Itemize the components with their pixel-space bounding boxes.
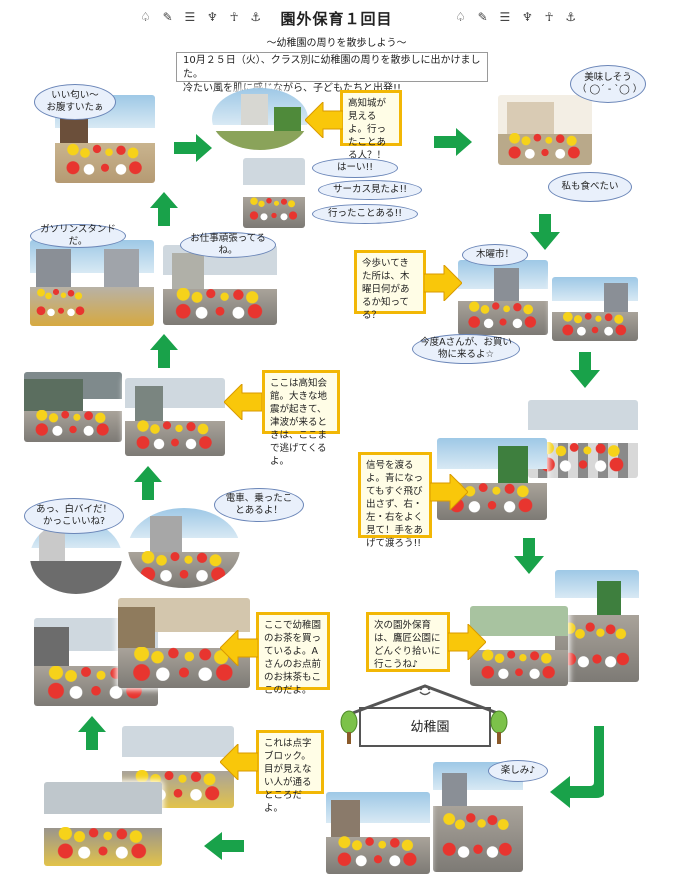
photo-kochi-kaikan-1 <box>24 372 122 442</box>
callout-next-trip: 次の園外保育は、鷹匠公園にどんぐり拾いに行こうね♪ <box>366 612 450 672</box>
intro-box: 10月２５日（火）、クラス別に幼稚園の周りを散歩しに出かけました。 冷たい風を肌… <box>176 52 488 94</box>
callout-arrow-left <box>224 384 262 420</box>
house-icon <box>349 684 501 747</box>
photo-kochi-castle <box>212 88 308 150</box>
green-arrow-icon <box>550 726 604 808</box>
callout-kochi-kaikan: ここは高知会館。大きな地震が起きて、津波が来るときは、ここまで逃げてくるよ。 <box>262 370 340 467</box>
photo-street-walk <box>552 277 638 341</box>
green-arrow-icon <box>514 538 544 574</box>
page-subtitle: 〜幼稚園の周りを散歩しよう〜 <box>266 38 407 49</box>
photo-crossing-1 <box>528 400 638 478</box>
bubble-thursday: 木曜市！ <box>462 244 528 266</box>
bubble-tram: 電車、乗ったこ とあるよ！ <box>214 488 304 522</box>
intro-line-1: 10月２５日（火）、クラス別に幼稚園の周りを散歩しに出かけました。 <box>183 55 481 80</box>
tree-icon <box>490 710 508 744</box>
bubble-circus: サーカス見たよ!! <box>318 180 422 200</box>
photo-return-walk <box>326 792 430 874</box>
bubble-gas-station: ガソリンスタンドだ。 <box>30 224 126 248</box>
bubble-working-hard: お仕事頑張ってるね。 <box>180 232 276 258</box>
photo-workers <box>163 245 277 325</box>
callout-tea-shop: ここで幼稚園のお茶を買っているよ。Aさんのお点前のお抹茶もここのだよ。 <box>256 612 330 696</box>
callout-arrow-right <box>448 624 486 660</box>
photo-circus-kids <box>243 158 305 228</box>
kindergarten-label: 幼稚園 <box>410 720 450 735</box>
page-title: 園外保育１回目 <box>280 10 393 28</box>
photo-gas-station <box>30 240 154 326</box>
decoration-icons-right: ♤ ✎ ☰ ♆ ☥ ⚓ <box>455 10 581 24</box>
callout-arrow-right <box>424 265 462 301</box>
green-arrow-icon <box>78 716 106 750</box>
green-arrow-icon <box>570 352 600 388</box>
photo-red-hats <box>470 606 568 686</box>
green-arrow-icon <box>530 214 560 250</box>
photo-tram <box>128 508 240 588</box>
green-arrow-icon <box>150 334 178 368</box>
green-arrow-icon <box>434 128 472 156</box>
photo-park-walk <box>555 570 639 682</box>
callout-crossing: 信号を渡るよ。青になってもすぐ飛び出さず、右・左・右をよく見て！手をあげて渡ろう… <box>358 452 432 549</box>
green-arrow-icon <box>134 466 162 500</box>
tree-icon <box>340 710 358 744</box>
callout-arrow-left <box>220 630 258 666</box>
callout-kochi-castle: 高知城が見えるよ。行ったことある人？！ <box>340 90 402 161</box>
photo-white-bike <box>30 520 122 594</box>
bubble-white-bike: あっ、白バイだ！ かっこいいね? <box>24 498 124 534</box>
callout-tactile-block: これは点字ブロック。目が見えない人が通るところだよ。 <box>256 730 324 814</box>
bubble-tasty: 美味しそう （ ◯´ - `◯ ） <box>570 65 646 103</box>
bubble-shopping: 今度Aさんが、お買い物に来るよ☆ <box>412 334 520 364</box>
photo-thursday-market-walk <box>458 260 548 335</box>
photo-looking-forward <box>433 762 523 872</box>
green-arrow-icon <box>150 192 178 226</box>
bubble-fun: 楽しみ♪ <box>488 760 548 782</box>
callout-arrow-left <box>220 744 258 780</box>
photo-shop-window <box>498 95 592 165</box>
callout-thursday-market: 今歩いてきた所は、木曜日何があるか知ってる？ <box>354 250 426 321</box>
decoration-icons-left: ♤ ✎ ☰ ♆ ☥ ⚓ <box>140 10 266 24</box>
callout-arrow-right <box>430 474 468 510</box>
green-arrow-icon <box>174 134 212 162</box>
bubble-haai: はーい!! <box>312 158 398 178</box>
callout-arrow-left <box>305 102 343 138</box>
photo-tactile-block-2 <box>44 782 162 866</box>
bubble-smell: いい匂い〜 お腹すいたぁ <box>34 84 116 120</box>
photo-kochi-kaikan-2 <box>125 378 225 456</box>
bubble-been-there: 行ったことある!! <box>312 204 418 224</box>
green-arrow-icon <box>204 832 244 860</box>
bubble-me-too: 私も食べたい <box>548 172 632 202</box>
